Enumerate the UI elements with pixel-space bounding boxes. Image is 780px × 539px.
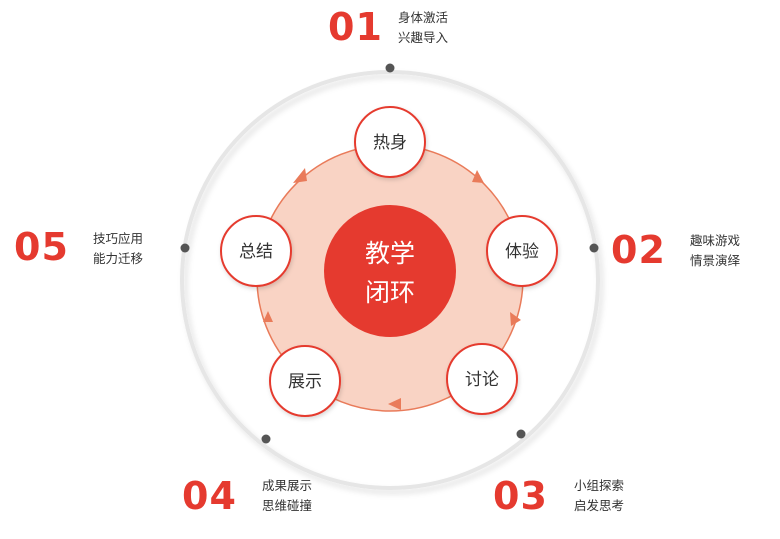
stage-desc-01: 身体激活 兴趣导入	[398, 8, 448, 48]
arrow-summary-to-warmup	[293, 168, 307, 183]
stage-desc-04-line2: 思维碰撞	[262, 498, 313, 513]
stage-desc-05: 技巧应用 能力迁移	[93, 229, 143, 269]
stage-desc-03: 小组探索 启发思考	[574, 476, 624, 516]
marker-dot-03	[516, 429, 526, 439]
marker-dot-05	[180, 243, 190, 253]
node-discuss: 讨论	[446, 343, 518, 415]
stage-desc-05-line2: 能力迁移	[93, 251, 144, 266]
stage-desc-04: 成果展示 思维碰撞	[262, 476, 312, 516]
stage-number-02: 02	[611, 228, 666, 272]
arrow-warmup-to-experience	[472, 170, 484, 183]
node-label-warmup: 热身	[373, 133, 407, 153]
center-label-line1: 教学	[365, 239, 415, 268]
stage-desc-02-line2: 情景演绎	[690, 253, 741, 268]
stage-number-04: 04	[182, 474, 237, 518]
stage-desc-02-line1: 趣味游戏	[690, 233, 741, 248]
center-circle	[324, 205, 456, 337]
arrow-showcase-to-summary	[263, 311, 273, 322]
stage-desc-04-line1: 成果展示	[262, 478, 313, 493]
stage-desc-03-line1: 小组探索	[574, 478, 625, 493]
node-label-experience: 体验	[505, 242, 539, 262]
stage-number-05: 05	[14, 225, 69, 269]
node-showcase: 展示	[269, 345, 341, 417]
node-experience: 体验	[486, 215, 558, 287]
marker-dot-01	[385, 63, 395, 73]
node-summary: 总结	[220, 215, 292, 287]
marker-dot-04	[261, 434, 271, 444]
stage-number-03: 03	[493, 474, 548, 518]
node-label-summary: 总结	[239, 242, 273, 262]
stage-desc-01-line1: 身体激活	[398, 10, 449, 25]
stage-desc-01-line2: 兴趣导入	[398, 30, 449, 45]
stage-desc-05-line1: 技巧应用	[93, 231, 144, 246]
center-label-line2: 闭环	[365, 278, 415, 307]
marker-dot-02	[589, 243, 599, 253]
node-label-discuss: 讨论	[465, 370, 499, 390]
arrow-experience-to-discuss	[510, 312, 521, 326]
arrow-discuss-to-showcase	[388, 398, 401, 410]
stage-number-01: 01	[328, 5, 383, 49]
stage-desc-02: 趣味游戏 情景演绎	[690, 231, 740, 271]
node-warmup: 热身	[354, 106, 426, 178]
stage-desc-03-line2: 启发思考	[574, 498, 625, 513]
node-label-showcase: 展示	[288, 372, 322, 392]
